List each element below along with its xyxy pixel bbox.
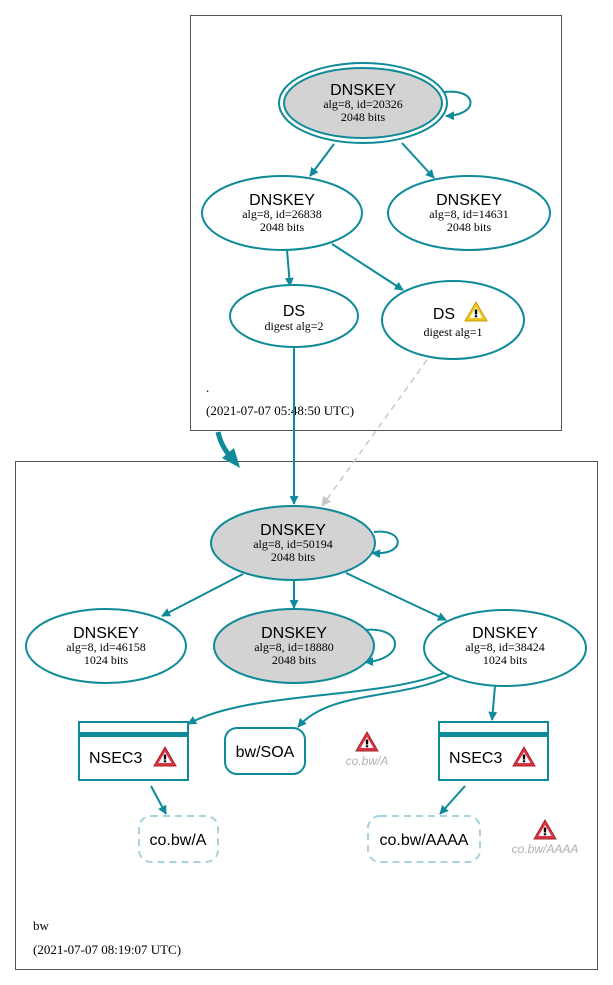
- bw-key-a-line2: 1024 bits: [84, 653, 129, 667]
- root-zone-name: .: [206, 380, 209, 395]
- bw-key-b-line1: alg=8, id=18880: [254, 640, 334, 654]
- root-ds2-title: DS: [433, 306, 455, 323]
- co-bw-a-node[interactable]: co.bw/A: [138, 815, 219, 863]
- root-ksk-node[interactable]: DNSKEY alg=8, id=20326 2048 bits: [278, 62, 448, 144]
- bw-key-a-title: DNSKEY: [73, 625, 139, 642]
- root-zone-box: [190, 15, 562, 431]
- bw-key-c-line1: alg=8, id=38424: [465, 640, 545, 654]
- bw-key-c-title: DNSKEY: [472, 625, 538, 642]
- edge-nsec3-right-co-aaaa: [439, 785, 466, 815]
- edge-key-b-self: [364, 628, 396, 667]
- edge-zsk1-ds2: [331, 243, 404, 291]
- bw-key-b-title: DNSKEY: [261, 625, 327, 642]
- bw-ksk-line2: 2048 bits: [271, 550, 316, 564]
- bw-ksk-line1: alg=8, id=50194: [253, 537, 333, 551]
- co-bw-aaaa-node[interactable]: co.bw/AAAA: [367, 815, 481, 863]
- root-zsk2-line1: alg=8, id=14631: [429, 207, 509, 221]
- delegation-arrowhead: [222, 448, 240, 468]
- edge-nsec3-left-co-a: [150, 785, 167, 815]
- co-bw-a-title: co.bw/A: [150, 832, 207, 849]
- nsec3-right-node[interactable]: NSEC3: [438, 721, 549, 781]
- root-zsk1-title: DNSKEY: [249, 192, 315, 209]
- bw-ksk-node[interactable]: DNSKEY alg=8, id=50194 2048 bits: [210, 505, 376, 581]
- root-ksk-line1: alg=8, id=20326: [323, 97, 403, 111]
- root-ds1-node[interactable]: DS digest alg=2: [229, 284, 359, 348]
- edge-key-c-soa: [297, 675, 451, 728]
- bw-zone-timestamp: (2021-07-07 08:19:07 UTC): [33, 942, 181, 957]
- root-ksk-title: DNSKEY: [330, 82, 396, 99]
- edge-bw-ksk-self: [371, 530, 399, 559]
- root-zsk2-title: DNSKEY: [436, 192, 502, 209]
- error-co-bw-a: co.bw/A: [346, 731, 389, 768]
- root-zsk2-line2: 2048 bits: [447, 220, 492, 234]
- bw-zone-name: bw: [33, 918, 50, 933]
- error-co-bw-a-label: co.bw/A: [346, 754, 389, 768]
- root-zone-timestamp: (2021-07-07 05:48:50 UTC): [206, 403, 354, 418]
- root-zsk1-node[interactable]: DNSKEY alg=8, id=26838 2048 bits: [201, 175, 363, 251]
- bw-key-b-line2: 2048 bits: [272, 653, 317, 667]
- edge-ds2-bw-ksk: [321, 359, 428, 507]
- bw-zone-box: [15, 461, 598, 970]
- root-ksk-line2: 2048 bits: [341, 110, 386, 124]
- bw-key-b-node[interactable]: DNSKEY alg=8, id=18880 2048 bits: [213, 608, 375, 684]
- edge-bw-ksk-key-c: [345, 572, 447, 621]
- bw-ksk-title: DNSKEY: [260, 522, 326, 539]
- edge-key-c-nsec3-left: [187, 671, 447, 725]
- root-ds2-node[interactable]: DS digest alg=1: [381, 280, 525, 360]
- error-icon: [533, 819, 557, 840]
- root-ds1-title: DS: [283, 303, 305, 320]
- error-co-bw-aaaa: co.bw/AAAA: [512, 819, 579, 856]
- bw-soa-title: bw/SOA: [236, 744, 295, 761]
- error-co-bw-aaaa-label: co.bw/AAAA: [512, 842, 579, 856]
- nsec3-left-title: NSEC3: [89, 750, 142, 767]
- bw-key-c-node[interactable]: DNSKEY alg=8, id=38424 1024 bits: [423, 609, 587, 687]
- edge-root-ksk-self: [443, 90, 472, 121]
- bw-key-c-line2: 1024 bits: [483, 653, 528, 667]
- nsec3-left-node[interactable]: NSEC3: [78, 721, 189, 781]
- root-ds2-line1: digest alg=1: [423, 325, 482, 339]
- co-bw-aaaa-title: co.bw/AAAA: [380, 832, 469, 849]
- bw-soa-node[interactable]: bw/SOA: [224, 727, 306, 775]
- root-zsk1-line1: alg=8, id=26838: [242, 207, 322, 221]
- root-ds1-line1: digest alg=2: [264, 319, 323, 333]
- root-zsk1-line2: 2048 bits: [260, 220, 305, 234]
- edge-root-ksk-zsk2: [401, 142, 435, 179]
- error-icon: [355, 731, 379, 752]
- edge-key-c-nsec3-right: [488, 685, 498, 721]
- bw-key-a-line1: alg=8, id=46158: [66, 640, 146, 654]
- root-zsk2-node[interactable]: DNSKEY alg=8, id=14631 2048 bits: [387, 175, 551, 251]
- nsec3-right-title: NSEC3: [449, 750, 502, 767]
- bw-key-a-node[interactable]: DNSKEY alg=8, id=46158 1024 bits: [25, 608, 187, 684]
- edge-bw-ksk-key-a: [161, 573, 244, 617]
- edge-zsk1-ds1: [284, 249, 294, 287]
- edge-root-ksk-zsk1: [309, 143, 335, 177]
